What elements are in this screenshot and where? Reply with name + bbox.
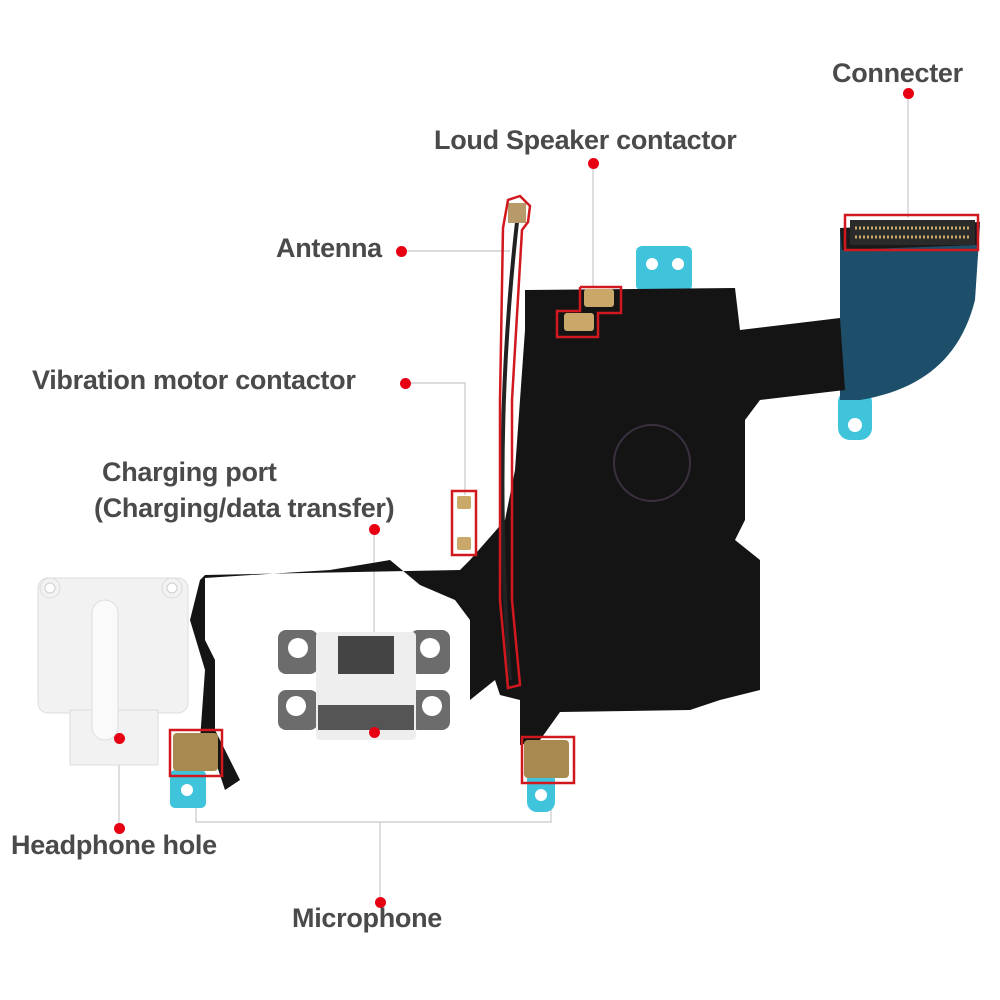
label-vibration-motor-contactor: Vibration motor contactor [32, 365, 356, 395]
label-charging-port: Charging port [102, 457, 277, 487]
highlight-boxes [168, 194, 980, 785]
headphone-jack [37, 577, 189, 766]
callout-dot-charging-port [369, 524, 380, 535]
label-charging-port-detail: (Charging/data transfer) [94, 493, 395, 523]
callout-dot-microphone [375, 897, 386, 908]
callout-dot-headphone-target [114, 733, 125, 744]
speaker-ring [613, 424, 691, 502]
callout-dot-charging-port-target [369, 727, 380, 738]
callout-dot-headphone [114, 823, 125, 834]
label-microphone: Microphone [292, 903, 442, 933]
callout-dot-connector [903, 88, 914, 99]
callout-dot-loud-speaker [588, 158, 599, 169]
antenna-cable [500, 221, 519, 681]
callout-dot-antenna [396, 246, 407, 257]
flex-tail [840, 225, 980, 400]
flex-board [190, 288, 845, 790]
label-headphone-hole: Headphone hole [11, 830, 217, 860]
stiffener-tabs [170, 246, 872, 812]
charging-port [278, 630, 450, 740]
label-connector: Connecter [832, 58, 963, 88]
label-loud-speaker-contactor: Loud Speaker contactor [434, 125, 737, 155]
label-antenna: Antenna [276, 233, 382, 263]
callout-dot-vibration [400, 378, 411, 389]
